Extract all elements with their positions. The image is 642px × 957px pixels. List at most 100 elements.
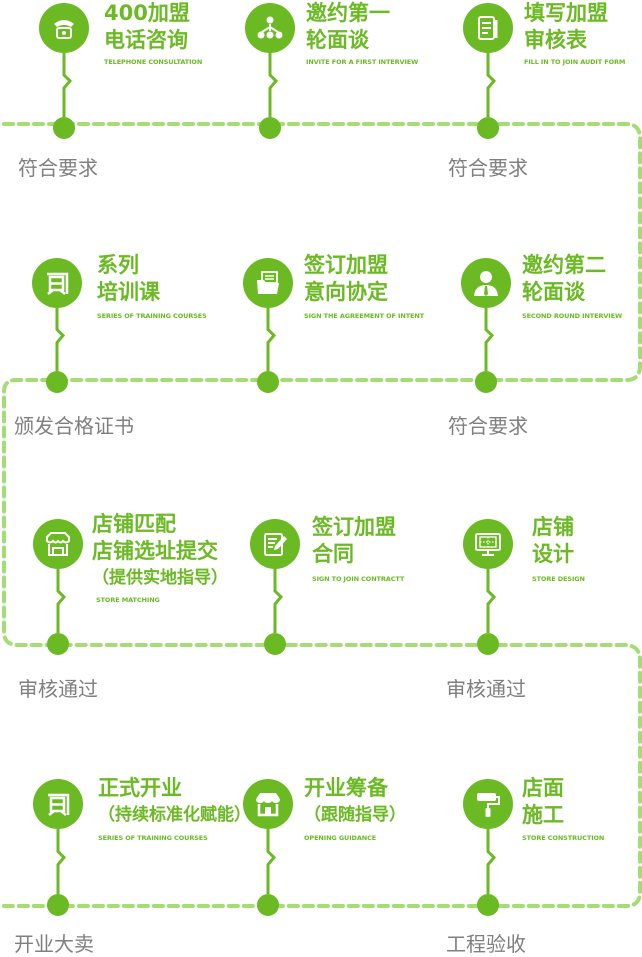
flow-node-dot [53,117,75,139]
step-title-line: 签订加盟 [312,515,396,539]
step-circle [463,779,513,829]
network-icon [254,12,286,44]
flow-node-dot [47,894,69,916]
folder-icon [252,267,284,299]
step-title-line: （跟随指导） [304,805,406,825]
step-subtitle: STORE DESIGN [532,575,585,583]
step-connector [486,53,497,117]
flow-node-dot [264,633,286,655]
step-title-line: 签订加盟 [304,253,388,277]
step-connector [56,829,67,894]
step-title-line: 设计 [532,542,574,566]
flow-path-row1 [2,122,642,908]
step-title: 店面施工 [522,775,564,829]
flow-node-dot [259,117,281,139]
step-title-line: （提供实地指导） [92,568,228,588]
step-subtitle: SECOND ROUND INTERVIEW [522,312,623,320]
step-connector [486,829,497,894]
step-subtitle: OPENING GUIDANCE [304,834,377,842]
step-circle [39,3,89,53]
step-connector [56,569,67,633]
step-title-line: 合同 [312,542,354,566]
monitor-icon [472,528,504,560]
step-subtitle: SIGN THE AGREEMENT OF INTENT [304,312,425,320]
flow-node-dot [477,894,499,916]
step-title-line: 填写加盟 [524,1,608,25]
step-title-line: 店铺选址提交 [92,539,218,563]
condition-label: 审核通过 [18,677,98,701]
step-title-line: 店面 [522,776,564,800]
step-connector [55,308,66,371]
step-subtitle: SIGN TO JOIN CONTRACTT [312,575,405,583]
step-title-line: 店铺 [532,515,574,539]
condition-label: 符合要求 [18,156,98,180]
flow-node-dot [477,117,499,139]
step-circle [243,258,293,308]
step-circle [33,519,83,569]
step-title-line: 邀约第一 [306,1,390,25]
condition-label: 颁发合格证书 [14,414,134,438]
paint-roller-icon [472,788,504,820]
storefront-icon [42,528,74,560]
step-subtitle: INVITE FOR A FIRST INTERVIEW [306,58,419,66]
step-title: 开业筹备 （跟随指导） [304,775,406,829]
flow-node-dot [46,371,68,393]
step-title: 签订加盟合同 [312,514,396,568]
flow-node-dot [257,371,279,393]
step-title-line: 审核表 [524,28,587,52]
step-title-line: 400加盟 [104,1,190,25]
step-title: 签订加盟意向协定 [304,252,388,306]
step-circle [463,519,513,569]
step-title-line: 培训课 [97,280,160,304]
step-circle [250,519,300,569]
step-title: 正式开业 （持续标准化赋能） [98,775,251,829]
step-title-line: 正式开业 [98,776,182,800]
step-subtitle: FILL IN TO JOIN AUDIT FORM [524,58,626,66]
book-icon [42,788,74,820]
step-connector [266,308,277,371]
form-icon [472,12,504,44]
person-icon [470,267,502,299]
condition-label: 符合要求 [448,414,528,438]
step-circle [245,3,295,53]
step-subtitle: SERIES OF TRAINING COURSES [97,312,207,320]
step-title: 400加盟电话咨询 [104,0,190,54]
step-title-line: 开业筹备 [304,776,388,800]
condition-label: 开业大卖 [14,932,94,956]
step-title-line: 轮面谈 [522,280,585,304]
contract-icon [259,528,291,560]
flow-node-dot [47,633,69,655]
step-title-line: 意向协定 [304,280,388,304]
step-title-line: 系列 [97,253,139,277]
step-connector [273,569,284,633]
step-subtitle: SERIES OF TRAINING COURSES [98,834,208,842]
step-title: 填写加盟审核表 [524,0,608,54]
step-connector [486,569,497,633]
step-circle [32,258,82,308]
step-title-line: 施工 [522,803,564,827]
step-subtitle: STORE CONSTRUCTION [522,834,605,842]
step-connector [62,53,73,117]
book-icon [41,267,73,299]
flow-node-dot [475,371,497,393]
step-title: 系列培训课 [97,252,160,306]
step-title: 店铺设计 [532,514,574,568]
flow-node-dot [477,633,499,655]
step-circle [243,779,293,829]
step-connector [266,829,277,894]
step-circle [461,258,511,308]
condition-label: 工程验收 [446,932,526,956]
step-connector [268,53,279,117]
step-connector [484,308,495,371]
step-title-line: 电话咨询 [104,28,188,52]
step-subtitle: STORE MATCHING [96,596,160,604]
step-title: 邀约第一轮面谈 [306,0,390,54]
condition-label: 审核通过 [446,677,526,701]
condition-label: 符合要求 [448,156,528,180]
step-title: 邀约第二轮面谈 [522,252,606,306]
step-subtitle: TELEPHONE CONSULTATION [104,58,203,66]
step-title-line: （持续标准化赋能） [98,805,251,825]
step-title: 店铺匹配店铺选址提交 （提供实地指导） [92,511,228,592]
step-circle [463,3,513,53]
step-title-line: 店铺匹配 [92,512,176,536]
